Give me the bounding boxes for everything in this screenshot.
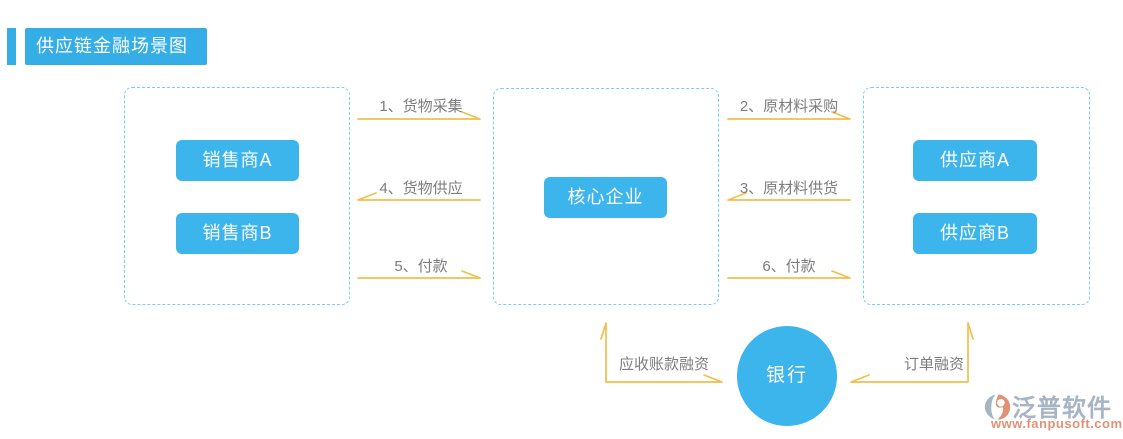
- flow-label-goods-supply: 4、货物供应: [379, 180, 463, 197]
- financing-label-order: 订单融资: [903, 356, 964, 373]
- flow-label-payment-sellers: 5、付款: [394, 258, 448, 275]
- node-seller-a: 销售商A: [176, 140, 299, 181]
- financing-label-receivables: 应收账款融资: [618, 356, 709, 373]
- node-supplier-a: 供应商A: [913, 140, 1037, 181]
- flow-label-goods-collection: 1、货物采集: [379, 98, 463, 115]
- flow-label-raw-material-purchase: 2、原材料采购: [739, 98, 839, 115]
- group-box-sellers: [124, 87, 350, 305]
- title-accent-bar: [7, 28, 16, 65]
- node-seller-b: 销售商B: [176, 213, 299, 254]
- fanpu-logo-url: www.fanpusoft.com: [991, 416, 1123, 431]
- group-box-core-enterprise: [493, 88, 719, 305]
- group-box-suppliers: [863, 87, 1090, 305]
- fanpu-logo-name: 泛普软件: [1012, 396, 1112, 422]
- page-title: 供应链金融场景图: [25, 28, 207, 65]
- node-core-enterprise: 核心企业: [544, 177, 667, 218]
- fanpu-logo-icon: [984, 394, 1011, 420]
- flow-label-payment-suppliers: 6、付款: [762, 258, 816, 275]
- fanpu-logo: 泛普软件 www.fanpusoft.com: [982, 388, 1123, 434]
- flow-label-raw-material-supply: 3、原材料供货: [739, 180, 839, 197]
- node-supplier-b: 供应商B: [913, 213, 1037, 254]
- node-bank: 银行: [737, 326, 837, 426]
